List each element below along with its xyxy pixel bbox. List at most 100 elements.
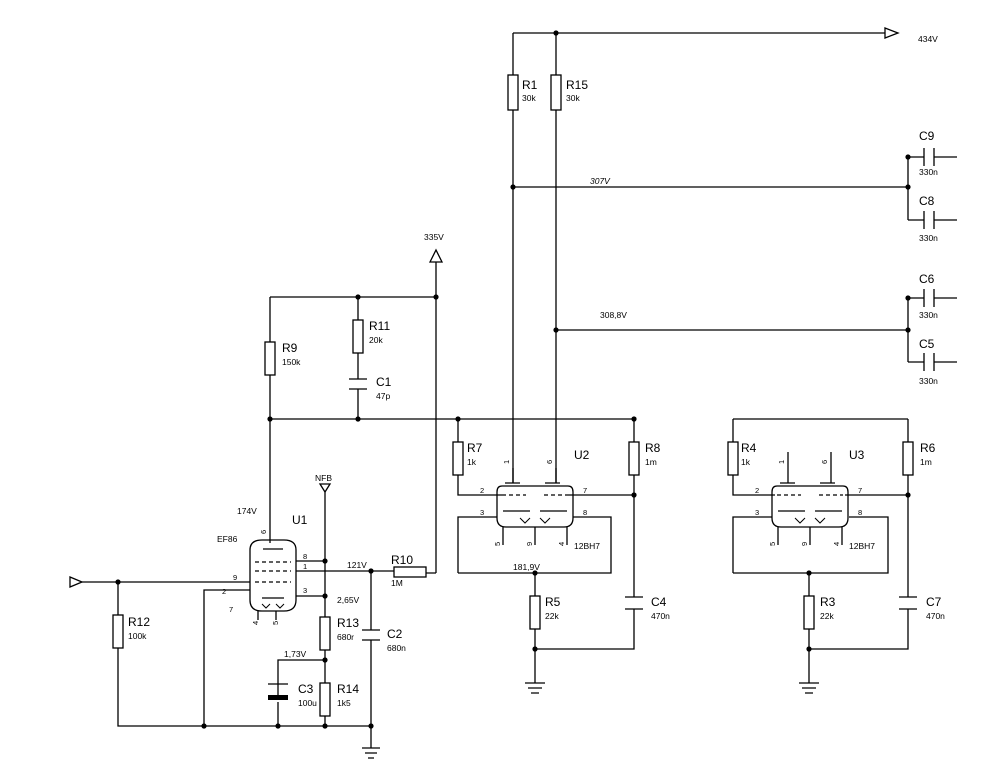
r15-value: 30k — [566, 93, 580, 103]
r3-ref: R3 — [820, 595, 836, 609]
r1-ref: R1 — [522, 78, 538, 92]
u2-pin-3: 3 — [480, 508, 484, 517]
r5-value: 22k — [545, 611, 559, 621]
r8-ref: R8 — [645, 441, 661, 455]
r7-resistor — [452, 441, 464, 476]
net-nfb: NFB — [315, 473, 332, 483]
voltage-c3-node: 1,73V — [284, 649, 307, 659]
u3-pin-9: 9 — [800, 542, 809, 546]
voltage-u1-cathode: 2,65V — [337, 595, 360, 605]
u2-pin-4: 4 — [557, 542, 566, 546]
c8-capacitor — [923, 211, 935, 229]
r6-ref: R6 — [920, 441, 936, 455]
u2-type: 12BH7 — [574, 541, 600, 551]
u3-pin-5: 5 — [768, 542, 777, 546]
r4-resistor — [727, 441, 739, 476]
c1-value: 47p — [376, 391, 390, 401]
r15-ref: R15 — [566, 78, 588, 92]
r13-resistor — [319, 616, 331, 651]
u2-pin-6: 6 — [545, 460, 554, 464]
c4-ref: C4 — [651, 595, 667, 609]
r6-resistor — [902, 441, 914, 476]
u1-pin-9: 9 — [233, 573, 237, 582]
ground-u3 — [799, 682, 819, 694]
c3-capacitor — [268, 683, 288, 700]
voltage-u1-plate: 174V — [237, 506, 257, 516]
u1-pin-1: 1 — [303, 562, 307, 571]
r4-ref: R4 — [741, 441, 757, 455]
u1-pin-5: 5 — [271, 621, 280, 625]
c5-value: 330n — [919, 376, 938, 386]
r10-resistor — [393, 566, 427, 578]
c8-value: 330n — [919, 233, 938, 243]
r4-value: 1k — [741, 457, 751, 467]
u2-pin-7: 7 — [583, 486, 587, 495]
r14-ref: R14 — [337, 682, 359, 696]
u2-ref: U2 — [574, 448, 590, 462]
u1-pin-3: 3 — [303, 586, 307, 595]
u3-pin-6: 6 — [820, 460, 829, 464]
c7-ref: C7 — [926, 595, 942, 609]
voltage-u1-screen: 121V — [347, 560, 367, 570]
u1-pin-7: 7 — [229, 605, 233, 614]
net-434v: 434V — [918, 34, 938, 44]
c4-value: 470n — [651, 611, 670, 621]
tube-u2-12bh7 — [496, 468, 574, 545]
voltage-u2-cathode: 181,9V — [513, 562, 540, 572]
u3-pin-8: 8 — [858, 508, 862, 517]
arrow-335 — [428, 248, 444, 263]
c8-ref: C8 — [919, 194, 935, 208]
wires — [82, 32, 957, 748]
c9-ref: C9 — [919, 129, 935, 143]
u3-pin-7: 7 — [858, 486, 862, 495]
c1-capacitor — [349, 378, 367, 390]
c5-ref: C5 — [919, 337, 935, 351]
u2-pin-1: 1 — [502, 460, 511, 464]
r7-value: 1k — [467, 457, 477, 467]
u3-pin-3: 3 — [755, 508, 759, 517]
c2-value: 680n — [387, 643, 406, 653]
r11-resistor — [352, 319, 364, 354]
c2-capacitor — [362, 629, 380, 641]
u3-pin-4: 4 — [832, 542, 841, 546]
r12-resistor — [112, 614, 124, 649]
u3-pin-1: 1 — [777, 460, 786, 464]
ground-u1 — [362, 747, 380, 759]
u3-pin-2: 2 — [755, 486, 759, 495]
r13-ref: R13 — [337, 616, 359, 630]
r3-value: 22k — [820, 611, 834, 621]
r10-value: 1M — [391, 578, 403, 588]
r11-value: 20k — [369, 335, 383, 345]
net-307v: 307V — [590, 176, 611, 186]
r12-ref: R12 — [128, 615, 150, 629]
c6-value: 330n — [919, 310, 938, 320]
r15-resistor — [550, 74, 562, 111]
c7-value: 470n — [926, 611, 945, 621]
r14-resistor — [319, 682, 331, 717]
u2-pin-9: 9 — [525, 542, 534, 546]
r13-value: 680r — [337, 632, 354, 642]
net-308-8v: 308,8V — [600, 310, 627, 320]
c7-capacitor — [899, 596, 917, 610]
u1-pin-8: 8 — [303, 552, 307, 561]
c6-ref: C6 — [919, 272, 935, 286]
r5-ref: R5 — [545, 595, 561, 609]
u1-type: EF86 — [217, 534, 238, 544]
r3-resistor — [803, 595, 815, 630]
hv-arrow-434 — [884, 27, 900, 39]
c5-capacitor — [923, 353, 935, 371]
u3-ref: U3 — [849, 448, 865, 462]
r10-ref: R10 — [391, 553, 413, 567]
net-335v: 335V — [424, 232, 444, 242]
u2-pin-8: 8 — [583, 508, 587, 517]
input-arrow — [69, 576, 84, 588]
ground-u2 — [525, 682, 545, 694]
c6-capacitor — [923, 289, 935, 307]
tube-u3-12bh7 — [771, 452, 849, 545]
r11-ref: R11 — [369, 319, 390, 333]
junctions — [115, 30, 911, 729]
c9-capacitor — [923, 148, 935, 166]
nfb-terminal — [318, 483, 332, 494]
u2-pin-2: 2 — [480, 486, 484, 495]
